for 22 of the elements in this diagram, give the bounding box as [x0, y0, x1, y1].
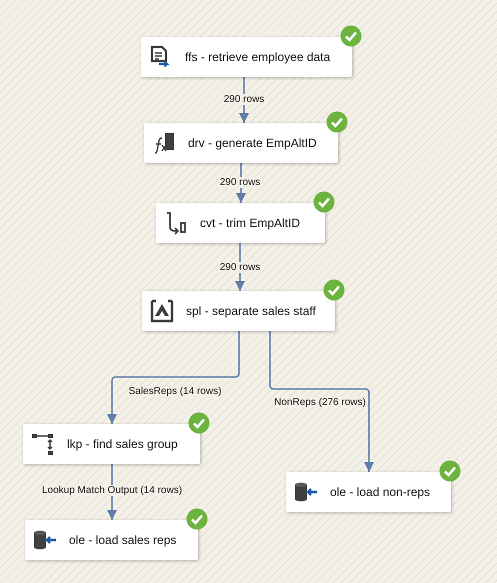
- edge-label: Lookup Match Output (14 rows): [40, 485, 184, 496]
- edge-label: SalesReps (14 rows): [128, 386, 222, 397]
- component-box: [144, 123, 338, 163]
- component-box: [286, 472, 451, 512]
- component-label: lkp - find sales group: [67, 436, 178, 453]
- arrow: [269, 331, 374, 472]
- component-box: [141, 37, 352, 77]
- component-label: ffs - retrieve employee data: [185, 49, 330, 66]
- component-label: spl - separate sales staff: [186, 303, 316, 320]
- edge-label: 290 rows: [218, 177, 262, 188]
- component-box: [25, 520, 198, 560]
- component-box: [142, 291, 335, 331]
- arrow: [107, 331, 240, 424]
- edge-label: 290 rows: [222, 94, 266, 105]
- component-label: ole - load sales reps: [69, 532, 176, 549]
- edge-label: 290 rows: [218, 262, 262, 273]
- component-box: [156, 203, 325, 243]
- component-box: [23, 424, 200, 464]
- component-label: drv - generate EmpAltID: [188, 135, 317, 152]
- component-label: ole - load non-reps: [330, 484, 430, 501]
- component-label: cvt - trim EmpAltID: [200, 215, 300, 232]
- edge-label: NonReps (276 rows): [273, 397, 367, 408]
